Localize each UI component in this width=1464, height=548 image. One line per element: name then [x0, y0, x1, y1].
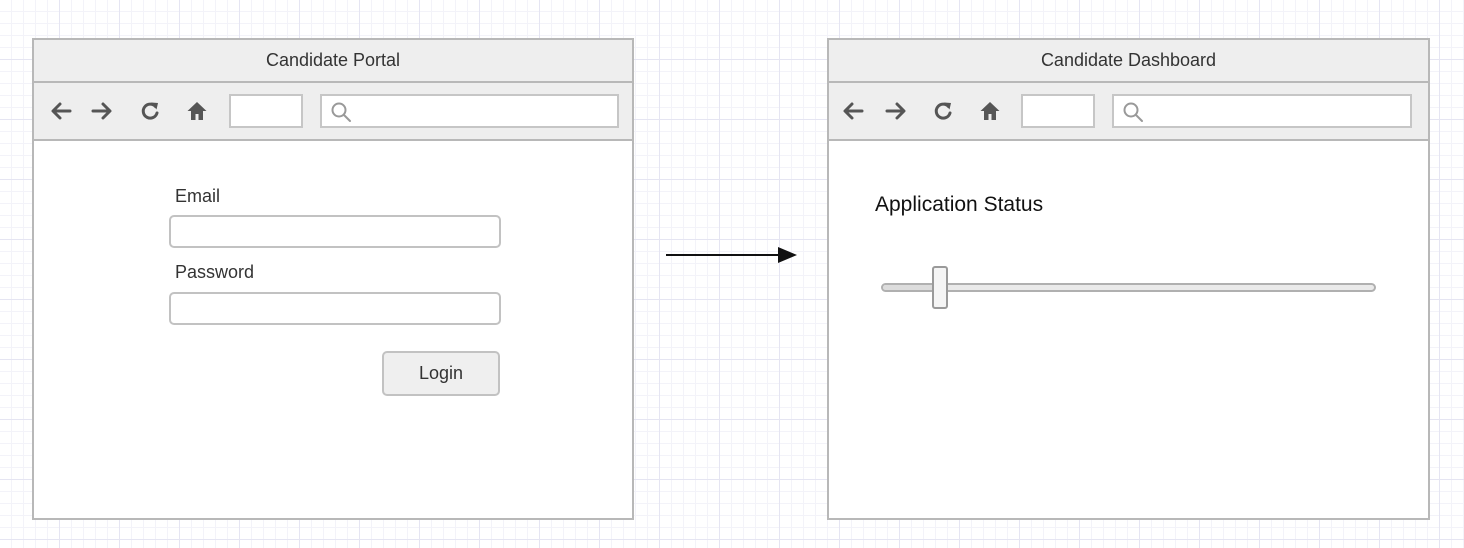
dashboard-browser-window: Candidate Dashboard Application Status	[827, 38, 1430, 520]
browser-search-field[interactable]	[1112, 94, 1412, 128]
home-icon[interactable]	[185, 97, 209, 125]
dashboard-page-content: Application Status	[829, 141, 1428, 516]
login-window-title: Candidate Portal	[34, 40, 632, 83]
email-label: Email	[175, 186, 221, 206]
login-page-content: Email Password Login	[34, 141, 632, 516]
address-field[interactable]	[229, 94, 303, 128]
application-status-slider-fill	[883, 285, 942, 290]
forward-arrow-icon[interactable]	[884, 97, 908, 125]
forward-arrow-icon[interactable]	[90, 97, 114, 125]
application-status-slider-track[interactable]	[881, 283, 1376, 292]
email-field[interactable]	[169, 215, 501, 248]
flow-arrow-icon	[666, 247, 797, 263]
browser-search-field[interactable]	[320, 94, 619, 128]
back-arrow-icon[interactable]	[841, 97, 865, 125]
dashboard-window-title: Candidate Dashboard	[829, 40, 1428, 83]
reload-icon[interactable]	[138, 97, 162, 125]
magnifier-icon	[331, 102, 351, 122]
login-browser-toolbar	[34, 83, 632, 141]
dashboard-browser-toolbar	[829, 83, 1428, 141]
login-browser-window: Candidate Portal Email Password Login	[32, 38, 634, 520]
application-status-label: Application Status	[875, 193, 1044, 216]
application-status-slider-thumb[interactable]	[932, 266, 949, 309]
home-icon[interactable]	[978, 97, 1002, 125]
password-label: Password	[175, 262, 255, 282]
password-field[interactable]	[169, 292, 501, 325]
address-field[interactable]	[1021, 94, 1095, 128]
login-button[interactable]: Login	[382, 351, 500, 396]
reload-icon[interactable]	[931, 97, 955, 125]
back-arrow-icon[interactable]	[49, 97, 73, 125]
magnifier-icon	[1123, 102, 1143, 122]
